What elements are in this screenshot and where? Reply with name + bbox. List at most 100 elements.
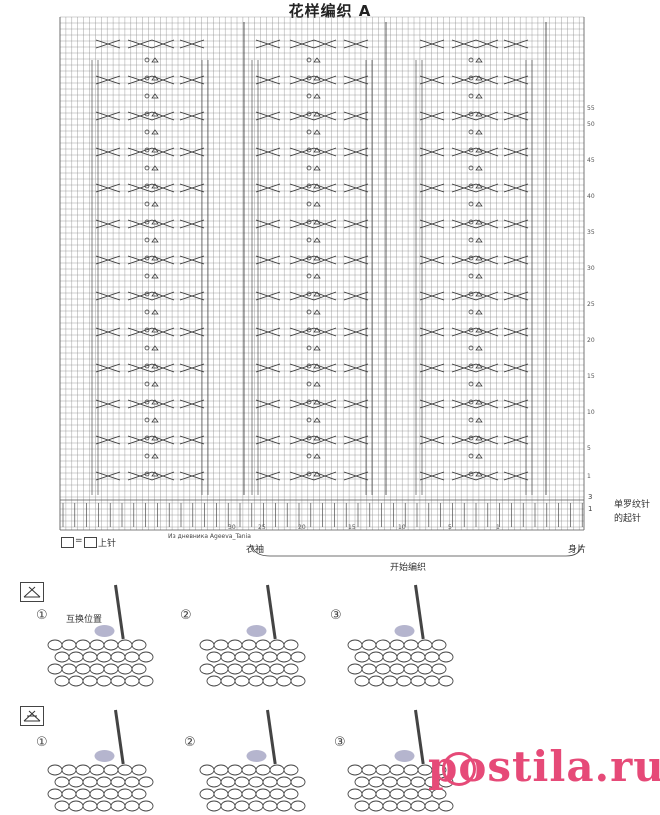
increase-mark [313,309,321,315]
cable-cross-mark [313,363,337,373]
cable-cross-mark [475,183,499,193]
bobble-mark [306,345,312,351]
cable-cross-mark [179,255,205,265]
fabric-1a-stitch [54,651,70,663]
body-label: 身片 [568,545,587,555]
fabric-2c-stitch [403,788,419,800]
fabric-2a-stitch [54,800,70,812]
increase-mark [313,219,321,225]
bobble-mark [306,201,312,207]
fabric-1c-stitch [347,639,363,651]
sleeve-label: 衣袖 [246,545,265,555]
bobble-mark [468,165,474,171]
fabric-1a-needle [114,584,125,640]
cable-cross-mark [179,111,205,121]
fabric-2a-stitch [110,800,126,812]
cable-cross-mark [95,147,121,157]
fabric-2a-stitch [75,764,91,776]
bobble-mark [144,165,150,171]
fabric-1b-stitch [241,663,257,675]
fabric-1b-stitch [227,663,243,675]
column-number: 1 [496,524,500,531]
bobble-mark [306,453,312,459]
cable-cross-mark [289,39,315,49]
increase-mark [313,471,321,477]
fabric-1a-stitch [96,651,112,663]
fabric-1a-stitch [103,639,119,651]
fabric-1a-stitch [117,663,133,675]
increase-mark [475,93,483,99]
step-2b: ② [184,735,196,750]
step-3b: ③ [334,735,346,750]
fabric-1c-stitch [382,651,398,663]
increase-mark [475,255,483,261]
fabric-1a-stitch [96,675,112,687]
fabric-2b-stitch [206,776,222,788]
fabric-2a-stitch [117,764,133,776]
cable-cross-mark [451,39,477,49]
fabric-1a-stitch [89,663,105,675]
cable-cross-mark [179,147,205,157]
cable-cross-mark [313,39,337,49]
cable-cross-mark [343,435,369,445]
bobble-mark [306,255,312,261]
cable-cross-mark [451,471,477,481]
increase-mark [475,129,483,135]
fabric-1a-stitch [110,675,126,687]
cable-cross-mark [503,327,529,337]
cable-cross-mark [343,363,369,373]
column-number: 5 [448,524,452,531]
fabric-2a-stitch [138,800,154,812]
bobble-mark [468,345,474,351]
fabric-2b-stitch [262,800,278,812]
fabric-2c-needle [414,709,425,765]
ribbing-label-2: 的起针 [614,514,642,524]
chart-title: 花样编织 A [288,2,372,20]
increase-mark [475,57,483,63]
cable-cross-mark [419,327,445,337]
fabric-2b-stitch [213,764,229,776]
fabric-2a-stitch [68,800,84,812]
increase-mark [151,165,159,171]
cable-cross-mark [179,291,205,301]
increase-mark [313,417,321,423]
cable-cross-mark [127,255,153,265]
bobble-mark [468,309,474,315]
cable-cross-mark [475,75,499,85]
fabric-1c-stitch [389,639,405,651]
increase-mark [475,147,483,153]
cable-cross-mark [127,183,153,193]
cable-cross-mark [289,399,315,409]
cable-cross-mark [503,75,529,85]
fabric-2b-stitch [199,788,215,800]
increase-mark [475,165,483,171]
fabric-2a-stitch [68,776,84,788]
swap-position-label: 互换位置 [66,615,103,625]
increase-mark [475,381,483,387]
fabric-2b-stitch [276,800,292,812]
cable-cross-mark [151,39,175,49]
cable-cross-mark [475,255,499,265]
bobble-mark [468,75,474,81]
cable-cross-mark [255,435,281,445]
row-number: 55 [587,105,595,112]
fabric-1a-stitch [75,639,91,651]
bobble-mark [144,381,150,387]
fabric-2c-stitch [347,764,363,776]
cable-cross-mark [451,327,477,337]
bobble-mark [306,183,312,189]
cable-cross-mark [503,363,529,373]
row-label-1b: 1 [588,505,593,513]
increase-mark [151,93,159,99]
increase-mark [313,129,321,135]
fabric-1c-stitch [368,651,384,663]
fabric-1b-stitch [199,639,215,651]
fabric-2a-stitch [103,764,119,776]
increase-mark [151,417,159,423]
fabric-2c-stitch [354,800,370,812]
increase-mark [475,237,483,243]
fabric-1a-highlight-stitch [94,625,115,637]
fabric-1b-stitch [227,639,243,651]
cable-cross-mark [255,291,281,301]
fabric-2c-stitch [396,776,412,788]
